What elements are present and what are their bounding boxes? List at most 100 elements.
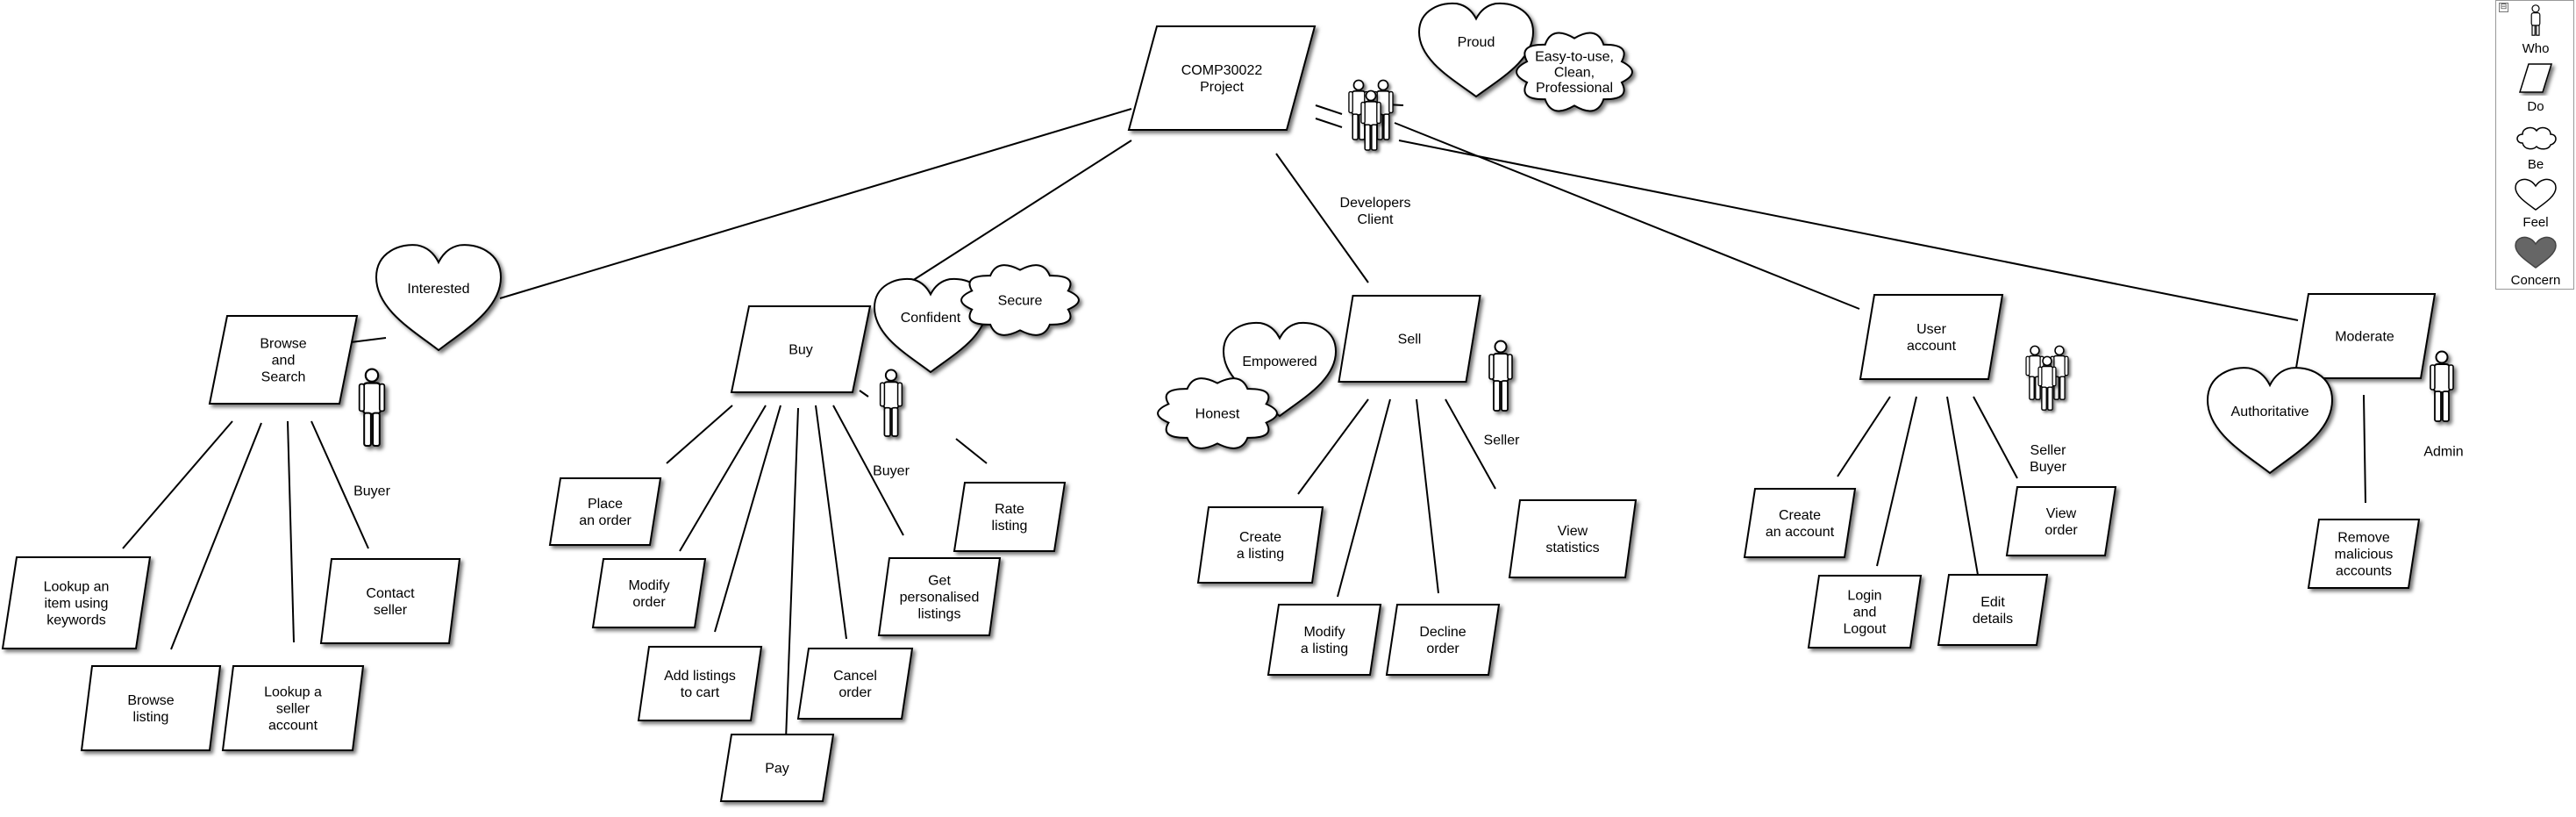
goal-shape: [1743, 488, 1857, 558]
legend-collapse-toggle[interactable]: ⊟: [2499, 3, 2508, 12]
person-icon: [1488, 340, 1513, 412]
goal-label: Pay: [765, 762, 789, 777]
connector-line: [1394, 122, 1860, 310]
legend-be-icon: [2516, 126, 2557, 150]
quality-honest[interactable]: Honest: [1157, 377, 1278, 449]
feeling-label: Proud: [1458, 35, 1495, 50]
legend-do-label: Do: [2527, 99, 2544, 114]
feeling-proud[interactable]: Proud: [1417, 2, 1535, 98]
connector-line: [1398, 140, 2299, 321]
goal-label: Moderate: [2335, 330, 2394, 345]
feeling-label: Empowered: [1242, 355, 1317, 369]
connector-line: [815, 405, 847, 640]
legend-who-label: Who: [2522, 41, 2550, 56]
legend-who-icon: [2530, 4, 2541, 36]
connector-line: [1315, 118, 1343, 128]
heart-shape: [2206, 367, 2334, 475]
connector-line: [1337, 398, 1391, 598]
connector-line: [1297, 398, 1369, 495]
goal-shape: [1807, 575, 1923, 649]
goal-shape: [2293, 293, 2437, 379]
role-buyer-browse[interactable]: Buyer: [353, 368, 391, 499]
quality-secure[interactable]: Secure: [960, 264, 1080, 336]
goal-moderate[interactable]: Moderate: [2293, 293, 2437, 379]
goal-shape: [1196, 506, 1324, 584]
goal-label: Buy: [788, 343, 813, 358]
feeling-interested[interactable]: Interested: [375, 244, 503, 352]
connector-line: [1275, 153, 1369, 283]
connector-line: [784, 407, 799, 764]
feeling-label: Authoritative: [2231, 405, 2309, 419]
role-admin[interactable]: Admin: [2423, 350, 2464, 460]
feeling-label: Interested: [407, 282, 469, 297]
cloud-shape: [1516, 32, 1633, 112]
goal-sell[interactable]: Sell: [1338, 295, 1481, 383]
legend-concern-label: Concern: [2510, 273, 2561, 288]
goal-shape: [1385, 604, 1501, 676]
role-label: Admin: [2423, 445, 2463, 460]
legend-feel-icon: [2515, 178, 2557, 211]
legend-concern-icon: [2515, 236, 2557, 269]
quality-label: Secure: [998, 294, 1043, 309]
legend-feel-label: Feel: [2522, 215, 2549, 230]
person-icon: [2430, 350, 2454, 422]
goal-shape: [637, 646, 763, 721]
goal-shape: [319, 558, 461, 644]
connector-line: [122, 420, 233, 549]
goal-shape: [953, 482, 1067, 552]
goal-shape: [730, 305, 872, 393]
person-icon: [1360, 90, 1381, 151]
feeling-authoritative[interactable]: Authoritative: [2206, 367, 2334, 475]
goal-shape: [796, 648, 914, 720]
quality-easy-clean-professional[interactable]: Easy-to-use,Clean,Professional: [1516, 32, 1633, 112]
goal-shape: [1937, 574, 2049, 646]
goal-shape: [877, 557, 1002, 636]
goal-buy[interactable]: Buy: [730, 305, 872, 393]
connector-line: [832, 405, 904, 536]
connector-line: [666, 405, 733, 464]
goal-shape: [2307, 519, 2421, 589]
role-buyer-buy[interactable]: Buyer: [873, 369, 910, 479]
goal-shape: [1127, 25, 1317, 131]
role-seller[interactable]: Seller: [1484, 340, 1521, 448]
goal-shape: [208, 315, 359, 405]
connector-lines: [122, 103, 2366, 764]
connector-line: [1876, 396, 1917, 567]
goal-pay[interactable]: Pay: [719, 734, 835, 802]
connector-line: [1946, 396, 1979, 576]
